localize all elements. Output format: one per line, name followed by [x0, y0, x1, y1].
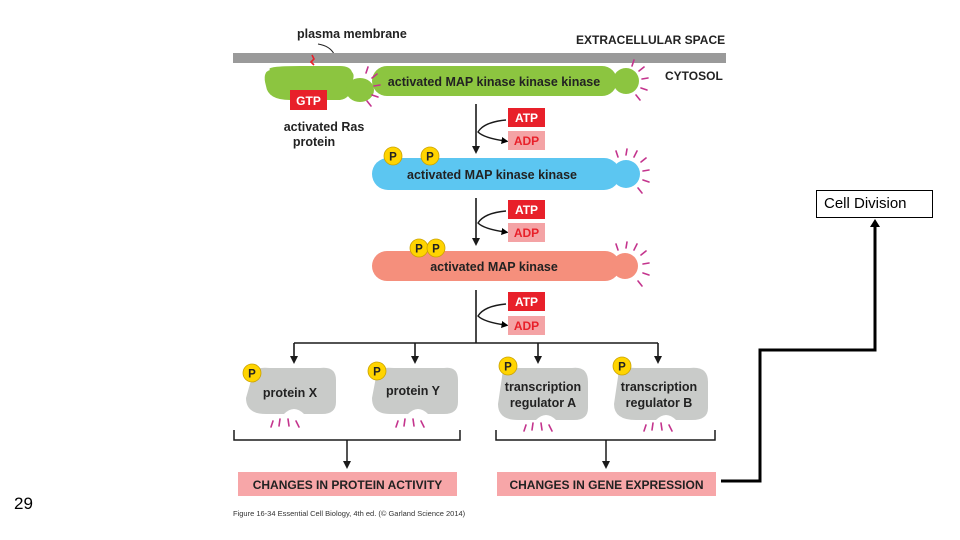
regulator-b-line1: transcription	[621, 380, 697, 394]
ticks-regulator-a	[523, 422, 553, 432]
figure-caption: Figure 16-34 Essential Cell Biology, 4th…	[233, 509, 466, 518]
ticks-ras	[365, 66, 381, 107]
branch-arrows	[290, 342, 662, 364]
cell-division-callout: Cell Division	[816, 190, 933, 218]
protein-activity-label: CHANGES IN PROTEIN ACTIVITY	[253, 478, 443, 492]
mapkk-body	[372, 158, 620, 190]
regulator-b: transcription regulator B	[614, 367, 708, 420]
phosphate-label: P	[618, 362, 626, 374]
extracellular-label: EXTRACELLULAR SPACE	[576, 33, 725, 47]
ticks-mapk	[615, 241, 650, 287]
mapkk-bulb	[612, 160, 640, 188]
mapk-label: activated MAP kinase	[430, 260, 558, 274]
gtp-label: GTP	[296, 94, 321, 108]
protein-x: protein X	[246, 367, 336, 414]
adp-label-1: ADP	[514, 134, 539, 148]
regulator-a-line1: transcription	[505, 380, 581, 394]
outcome-brackets	[233, 430, 716, 469]
adp-box-2	[508, 223, 545, 242]
phosphorylation-step-1: ATP ADP	[472, 104, 545, 154]
atp-label-1: ATP	[515, 111, 538, 125]
protein-x-body	[246, 367, 336, 414]
mapk-body	[372, 251, 620, 281]
atp-label-3: ATP	[515, 295, 538, 309]
protein-y-body	[372, 367, 458, 414]
adp-label-2: ADP	[514, 226, 539, 240]
phosphate-label: P	[415, 244, 423, 256]
mapkkk-protein: activated MAP kinase kinase kinase	[372, 66, 639, 96]
mapk-bulb	[612, 253, 638, 279]
connector-arrowhead	[870, 219, 880, 227]
membrane-pointer	[317, 43, 335, 55]
mapkkk-body	[372, 66, 617, 96]
mapkkk-label: activated MAP kinase kinase kinase	[388, 75, 600, 89]
gene-expression-label: CHANGES IN GENE EXPRESSION	[509, 478, 703, 492]
ticks-regulator-b	[643, 422, 673, 432]
mapkk-label: activated MAP kinase kinase	[407, 168, 577, 182]
phosphate-mapk-2: P	[426, 238, 446, 258]
phosphate-protein-y: P	[367, 361, 387, 381]
ras-bulb	[346, 78, 374, 102]
protein-y: protein Y	[372, 367, 458, 414]
phosphate-regulator-a: P	[498, 356, 518, 376]
phosphorylation-step-2: ATP ADP	[472, 198, 545, 246]
gtp-box	[290, 90, 327, 110]
ras-label-line1: activated Ras	[284, 120, 365, 134]
ras-label-line2: protein	[293, 135, 335, 149]
atp-box-2	[508, 200, 545, 219]
regulator-b-body	[614, 367, 708, 420]
ras-body	[264, 66, 354, 100]
regulator-b-line2: regulator B	[626, 396, 693, 410]
phosphate-mapkk-1: P	[383, 146, 403, 166]
adp-box-1	[508, 131, 545, 150]
plasma-membrane	[233, 53, 726, 63]
cytosol-label: CYTOSOL	[665, 69, 723, 83]
bracket-gene	[495, 430, 716, 441]
phosphate-label: P	[432, 244, 440, 256]
atp-box-3	[508, 292, 545, 311]
phosphate-protein-x: P	[242, 363, 262, 383]
phosphate-mapk-1: P	[409, 238, 429, 258]
membrane-label: plasma membrane	[297, 27, 407, 41]
cell-division-connector	[721, 226, 877, 483]
regulator-a-body	[498, 367, 588, 420]
phosphate-label: P	[373, 367, 381, 379]
mapkk-protein: activated MAP kinase kinase	[372, 158, 640, 190]
ticks-mapkk	[615, 148, 650, 194]
phosphorylation-step-3: ATP ADP	[475, 290, 545, 343]
protein-y-label: protein Y	[386, 384, 441, 398]
ticks-protein-y	[395, 418, 425, 428]
phosphate-label: P	[248, 369, 256, 381]
adp-box-3	[508, 316, 545, 335]
lipid-anchor	[309, 54, 315, 66]
mapkkk-bulb	[613, 68, 639, 94]
bracket-protein	[233, 430, 461, 441]
ticks-protein-x	[270, 418, 300, 428]
phosphate-badges: P P P P P P P P	[242, 146, 632, 383]
protein-activity-box	[238, 472, 457, 496]
ras-protein: GTP	[264, 54, 374, 110]
atp-label-2: ATP	[515, 203, 538, 217]
page-number: 29	[14, 494, 33, 513]
phosphate-label: P	[426, 152, 434, 164]
activation-ticks	[270, 59, 673, 432]
gene-expression-box	[497, 472, 716, 496]
phosphate-label: P	[389, 152, 397, 164]
phosphate-mapkk-2: P	[420, 146, 440, 166]
regulator-a-line2: regulator A	[510, 396, 576, 410]
protein-x-label: protein X	[263, 386, 318, 400]
adp-label-3: ADP	[514, 319, 539, 333]
mapk-protein: activated MAP kinase	[372, 251, 638, 281]
ticks-mapkkk	[631, 59, 649, 101]
phosphate-label: P	[504, 362, 512, 374]
atp-box-1	[508, 108, 545, 127]
regulator-a: transcription regulator A	[498, 367, 588, 420]
phosphate-regulator-b: P	[612, 356, 632, 376]
